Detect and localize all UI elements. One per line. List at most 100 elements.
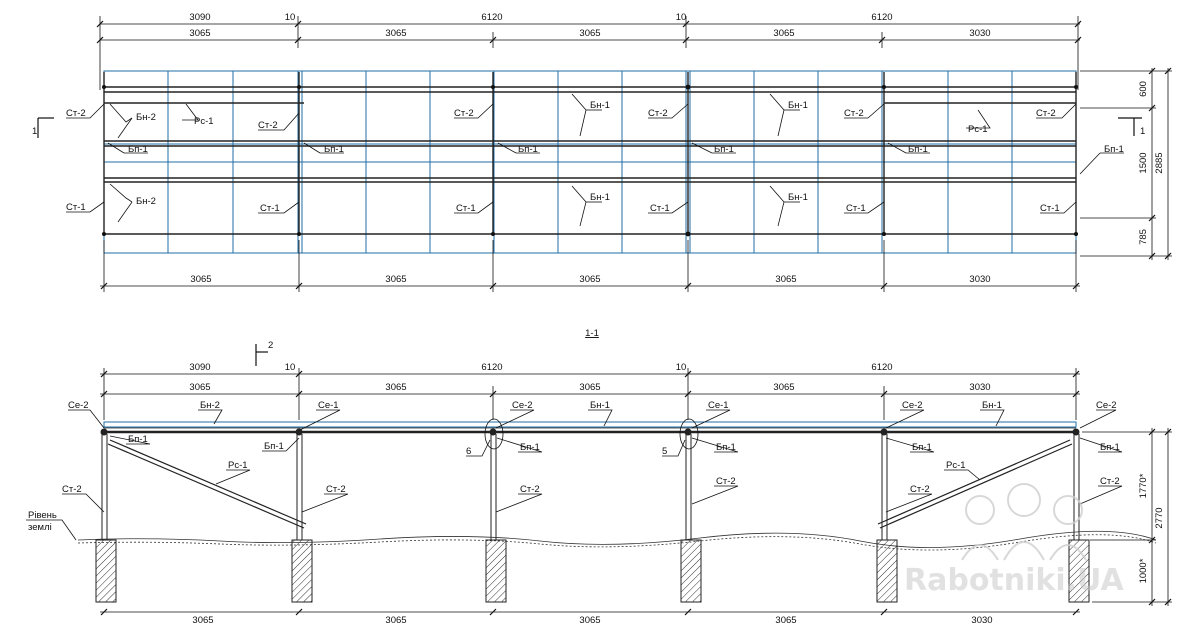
plan-dim-span-1: 3065 xyxy=(189,28,210,39)
plan-dim-top-1: 3090 xyxy=(189,12,210,23)
plan-dim-bottom-3: 3065 xyxy=(579,274,600,285)
section-posts xyxy=(101,434,1080,540)
section-mark-2 xyxy=(255,344,268,366)
plan-label-st2-b: Ст-2 xyxy=(258,120,278,131)
plan-view: 3090 10 6120 10 6120 3065 3065 3065 3065… xyxy=(32,12,1172,292)
plan-dim-right-785: 785 xyxy=(1138,229,1149,245)
plan-frame-beams xyxy=(103,72,1077,236)
section-braces xyxy=(107,439,1073,529)
section-label-bp1-f: Бп-1 xyxy=(1100,442,1120,453)
ground-level-label-2: землі xyxy=(28,522,52,533)
section-dim-top-2: 10 xyxy=(285,362,296,373)
ground-level-label-1: Рівень xyxy=(28,510,57,521)
watermark: Rabotniki.UA xyxy=(904,483,1124,598)
section-dim-span-5: 3030 xyxy=(969,382,990,393)
plan-dim-right-1500: 1500 xyxy=(1138,152,1149,173)
plan-label-st2-c: Ст-2 xyxy=(454,108,474,119)
plan-dim-top-3: 6120 xyxy=(481,12,502,23)
section-dim-bottom-5: 3030 xyxy=(971,615,992,626)
section-label-bn1-a: Бн-1 xyxy=(590,400,610,411)
section-dim-right-total: 2770 xyxy=(1154,507,1165,528)
section-dim-bottom-2: 3065 xyxy=(385,615,406,626)
section-dim-top-5: 6120 xyxy=(871,362,892,373)
section-right-dimensions xyxy=(1082,428,1172,606)
plan-label-st1-d: Ст-1 xyxy=(650,203,670,214)
section-dim-span-2: 3065 xyxy=(385,382,406,393)
plan-label-bp1-f: Бп-1 xyxy=(1104,144,1124,155)
plan-section-mark-left-label: 1 xyxy=(32,126,37,137)
plan-label-st1-a: Ст-1 xyxy=(66,202,86,213)
plan-right-dimensions xyxy=(1080,67,1172,260)
plan-dim-right-total: 2885 xyxy=(1154,152,1165,173)
plan-label-st2-e: Ст-2 xyxy=(844,108,864,119)
section-panel-strip xyxy=(103,421,1077,434)
plan-label-bp1-e: Бп-1 xyxy=(908,144,928,155)
section-mark-2-label: 2 xyxy=(268,340,273,351)
section-label-st2-a: Ст-2 xyxy=(62,484,82,495)
plan-dim-span-4: 3065 xyxy=(773,28,794,39)
section-leaders xyxy=(26,409,1123,541)
section-dim-bottom-3: 3065 xyxy=(579,615,600,626)
section-view: 1-1 2 3090 10 6120 10 xyxy=(26,328,1172,626)
plan-label-st1-e: Ст-1 xyxy=(846,203,866,214)
plan-bottom-dimensions xyxy=(100,240,1080,292)
section-dim-top-4: 10 xyxy=(676,362,687,373)
section-label-bp1-b: Бп-1 xyxy=(264,441,284,452)
plan-label-bn2-b: Бн-2 xyxy=(136,196,156,207)
plan-dim-bottom-1: 3065 xyxy=(190,274,211,285)
plan-top-dimensions xyxy=(96,16,1082,90)
watermark-text: Rabotniki.UA xyxy=(904,563,1124,598)
plan-section-mark-right-label: 1 xyxy=(1140,126,1145,137)
section-label-rs1-a: Рс-1 xyxy=(228,460,248,471)
plan-label-bn1-a: Бн-1 xyxy=(590,100,610,111)
section-nodes xyxy=(100,428,1080,436)
section-title: 1-1 xyxy=(585,328,599,339)
plan-nodes xyxy=(102,84,1078,237)
section-label-se2-c: Се-2 xyxy=(902,400,923,411)
section-foundations xyxy=(95,539,1090,603)
node-6-callout xyxy=(484,418,504,450)
solar-panel-grid xyxy=(103,70,1077,254)
plan-label-bp1-a: Бп-1 xyxy=(128,144,148,155)
section-dim-bottom-1: 3065 xyxy=(192,615,213,626)
plan-section-mark-right xyxy=(1118,117,1142,136)
plan-label-st2-d: Ст-2 xyxy=(648,108,668,119)
section-dim-right-1000: 1000* xyxy=(1138,558,1149,583)
plan-label-bn2-a: Бн-2 xyxy=(136,112,156,123)
section-label-node-6: 6 xyxy=(466,446,471,457)
plan-dim-top-4: 10 xyxy=(676,12,687,23)
plan-label-st1-f: Ст-1 xyxy=(1040,203,1060,214)
plan-label-bp1-b: Бп-1 xyxy=(324,144,344,155)
plan-label-rs1-a: Рс-1 xyxy=(194,116,214,127)
plan-dim-span-3: 3065 xyxy=(579,28,600,39)
plan-label-st2-f: Ст-2 xyxy=(1036,108,1056,119)
plan-dim-top-2: 10 xyxy=(285,12,296,23)
plan-dim-top-5: 6120 xyxy=(871,12,892,23)
plan-dim-span-2: 3065 xyxy=(385,28,406,39)
section-bottom-dimensions xyxy=(100,608,1080,616)
plan-label-st1-c: Ст-1 xyxy=(456,203,476,214)
plan-dim-bottom-5: 3030 xyxy=(969,274,990,285)
plan-label-st1-b: Ст-1 xyxy=(260,203,280,214)
section-label-bn1-b: Бн-1 xyxy=(982,400,1002,411)
section-label-st2-e: Ст-2 xyxy=(910,484,930,495)
plan-label-bp1-c: Бп-1 xyxy=(518,144,538,155)
plan-dim-bottom-2: 3065 xyxy=(385,274,406,285)
plan-section-mark-left xyxy=(37,117,54,138)
worker-figures-icon xyxy=(961,483,1087,561)
section-label-bp1-a: Бп-1 xyxy=(128,434,148,445)
section-dim-right-1770: 1770* xyxy=(1138,473,1149,498)
section-label-st2-d: Ст-2 xyxy=(716,476,736,487)
plan-label-bn1-b: Бн-1 xyxy=(788,100,808,111)
plan-label-bp1-d: Бп-1 xyxy=(714,144,734,155)
plan-leaders xyxy=(66,93,1124,227)
section-label-rs1-b: Рс-1 xyxy=(946,460,966,471)
section-label-se2-a: Се-2 xyxy=(68,400,89,411)
section-dim-top-1: 3090 xyxy=(189,362,210,373)
section-label-bp1-c: Бп-1 xyxy=(520,442,540,453)
section-dim-span-1: 3065 xyxy=(189,382,210,393)
section-label-st2-b: Ст-2 xyxy=(326,484,346,495)
plan-dim-bottom-4: 3065 xyxy=(775,274,796,285)
section-label-se2-b: Се-2 xyxy=(512,400,533,411)
